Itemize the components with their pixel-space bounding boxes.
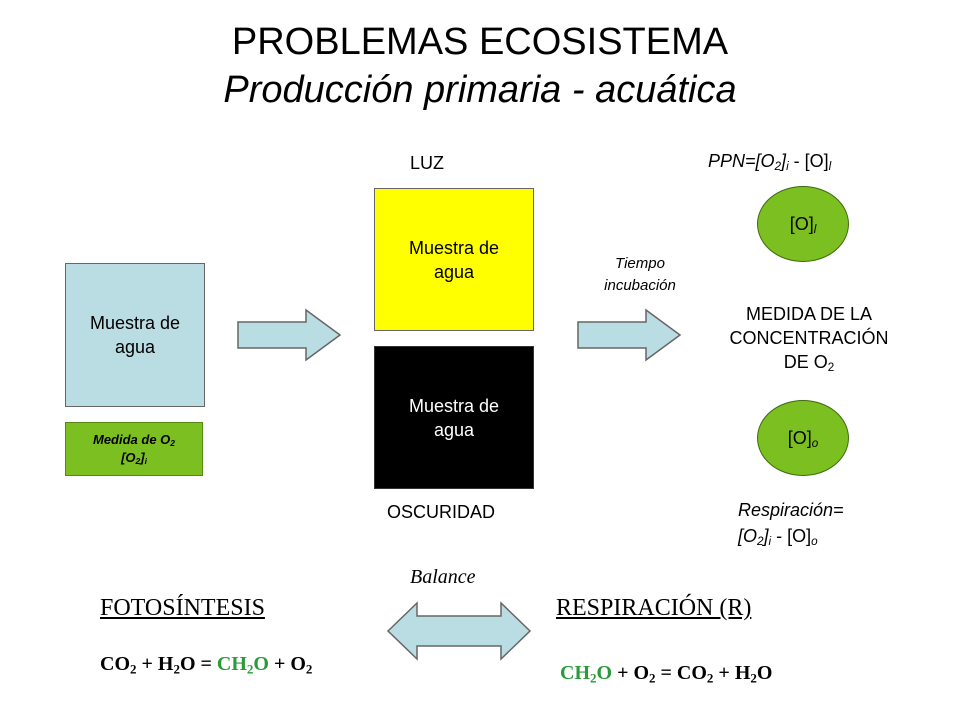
page-subtitle: Producción primaria - acuática (223, 69, 737, 111)
page-title: PROBLEMAS ECOSISTEMA (231, 21, 729, 63)
light-label: LUZ (410, 153, 445, 173)
initial-water-sample-box: Muestra de agua (65, 263, 205, 407)
light-oxygen-oval: [O]l (757, 186, 849, 262)
organic-matter-reactant: CH2O (560, 662, 613, 686)
respiration-heading: RESPIRACIÓN (R) (556, 595, 752, 621)
dark-oxygen-oval: [O]o (757, 400, 849, 476)
double-arrow-icon (386, 601, 532, 661)
photosynthesis-equation: CO2 + H2O = CH2O + O2 (100, 653, 313, 677)
right-arrow-icon (577, 308, 682, 362)
light-water-sample-box: Muestra de agua (374, 188, 534, 331)
light-water-sample-label: Muestra de agua (408, 237, 500, 282)
initial-water-sample-label: Muestra de agua (89, 313, 181, 357)
dark-water-sample-label: Muestra de agua (408, 395, 500, 440)
dark-water-sample-box: Muestra de agua (374, 346, 534, 489)
ppn-formula: PPN=[O2]i - [O]l (708, 151, 832, 173)
photosynthesis-heading: FOTOSÍNTESIS (100, 595, 265, 621)
respiration-equation: CH2O + O2 = CO2 + H2O (560, 662, 773, 686)
oxygen-concentration-measure-label: MEDIDA DE LA CONCENTRACIÓN DE O2 (729, 304, 889, 374)
right-arrow-icon (237, 308, 342, 362)
incubation-time-label: Tiempo incubación (604, 255, 676, 294)
balance-label: Balance (410, 566, 476, 588)
initial-oxygen-measure-label: Medida de O2 [O2]i (65, 422, 203, 476)
dark-label: OSCURIDAD (387, 502, 496, 522)
organic-matter-product: CH2O (216, 653, 269, 677)
respiration-formula: Respiración= [O2]i - [O]o (738, 500, 844, 548)
